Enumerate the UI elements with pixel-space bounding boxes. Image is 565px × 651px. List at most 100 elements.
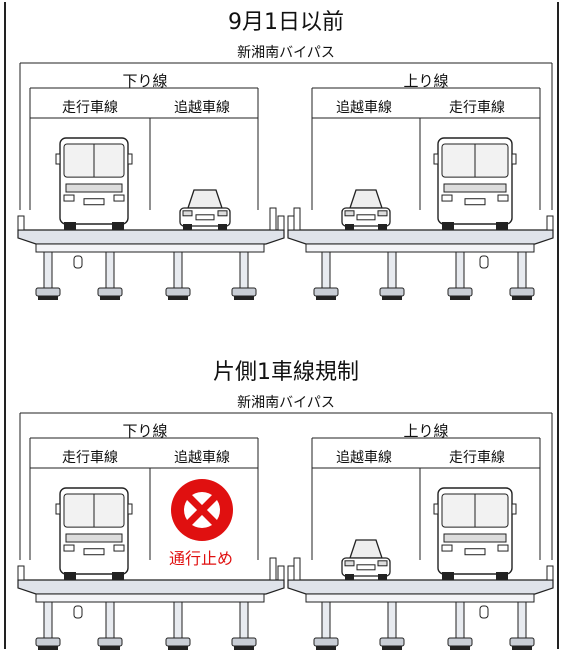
pier-base (100, 646, 120, 650)
bridge-pier (239, 251, 249, 289)
deck-detail (73, 605, 83, 619)
bus-plate (83, 548, 105, 556)
bus-wheel (496, 222, 508, 230)
cross-beam (305, 243, 535, 253)
pier-base (450, 296, 470, 300)
car-wheel (378, 574, 387, 580)
up-direction-label: 上り線 (403, 422, 449, 440)
pier-footing (165, 287, 191, 297)
pier-footing (35, 637, 61, 647)
pier-footing (379, 287, 405, 297)
pier-footing (97, 637, 123, 647)
pier-footing (509, 637, 535, 647)
lane-closed-label: 通行止め (168, 549, 234, 568)
bridge-deck (287, 579, 554, 595)
bus-lamp (63, 194, 75, 202)
bus-mirror (127, 153, 133, 165)
pier-footing (231, 637, 257, 647)
pier-base (168, 296, 188, 300)
pier-footing (313, 637, 339, 647)
up-lane-label-travel: 走行車線 (449, 100, 505, 116)
panel-title: 片側1車線規制 (213, 360, 359, 385)
bus-lamp (441, 194, 453, 202)
pier-base (38, 296, 58, 300)
car-lamp (344, 210, 355, 217)
bus-lamp (63, 544, 75, 552)
diagram-frame (4, 2, 559, 649)
pier-base (512, 646, 532, 650)
bus-lamp (113, 194, 125, 202)
up-lane-label-passing: 追越車線 (336, 100, 392, 116)
bus-wheel (442, 222, 454, 230)
bus-lamp (497, 544, 509, 552)
bridge-pier (105, 251, 115, 289)
bus-plate (83, 198, 105, 206)
bridge-pier (239, 601, 249, 639)
bus-mirror (55, 503, 61, 515)
median-barrier (293, 207, 301, 231)
pier-base (450, 646, 470, 650)
car-lamp (344, 560, 355, 567)
cross-beam (305, 593, 535, 603)
bus-wheel (496, 572, 508, 580)
bus-grille (443, 533, 507, 543)
cross-beam (35, 593, 265, 603)
pier-base (382, 646, 402, 650)
parapet (546, 215, 554, 231)
bus-mirror (433, 503, 439, 515)
bridge-pier (43, 601, 53, 639)
bridge-deck (287, 229, 554, 245)
bus-wheel (112, 222, 124, 230)
deck-detail (73, 255, 83, 269)
car-plate (195, 214, 215, 221)
pier-footing (97, 287, 123, 297)
pier-base (100, 296, 120, 300)
down-direction-label: 下り線 (122, 422, 168, 440)
pier-footing (35, 287, 61, 297)
parapet (277, 565, 285, 581)
up-direction-label: 上り線 (403, 72, 449, 90)
parapet (287, 565, 295, 581)
bridge-pier (387, 601, 397, 639)
down-direction-label: 下り線 (122, 72, 168, 90)
lane-restriction-section (17, 412, 554, 650)
car-plate (356, 564, 376, 571)
pier-base (38, 646, 58, 650)
car-cabin (187, 189, 223, 209)
pier-base (234, 296, 254, 300)
pier-base (512, 296, 532, 300)
cross-beam (35, 243, 265, 253)
road-name: 新湘南バイパス (237, 395, 335, 411)
pier-footing (447, 287, 473, 297)
car-wheel (183, 224, 192, 230)
panel-title: 9月1日以前 (228, 10, 344, 35)
bridge-pier (43, 251, 53, 289)
closed-x-mark (186, 494, 218, 526)
bus-wheel (442, 572, 454, 580)
car-cabin (349, 539, 383, 559)
bridge-pier (321, 251, 331, 289)
bus-lamp (441, 544, 453, 552)
car-cabin (349, 189, 383, 209)
bridge-pier (455, 251, 465, 289)
bus-wheel (64, 222, 76, 230)
up-lane-label-travel: 走行車線 (449, 450, 505, 466)
parapet (17, 215, 25, 231)
car-lamp (217, 210, 228, 217)
road-name: 新湘南バイパス (237, 45, 335, 61)
pier-base (168, 646, 188, 650)
car-wheel (218, 224, 227, 230)
pier-footing (447, 637, 473, 647)
parapet (287, 215, 295, 231)
down-lane-label-passing: 追越車線 (174, 450, 230, 466)
pier-footing (231, 287, 257, 297)
pier-footing (509, 287, 535, 297)
down-lane-label-travel: 走行車線 (62, 100, 118, 116)
deck-detail (479, 605, 489, 619)
bus-lamp (497, 194, 509, 202)
bridge-pier (321, 601, 331, 639)
bus-wheel (112, 572, 124, 580)
bridge-deck (17, 579, 285, 595)
bridge-pier (517, 601, 527, 639)
